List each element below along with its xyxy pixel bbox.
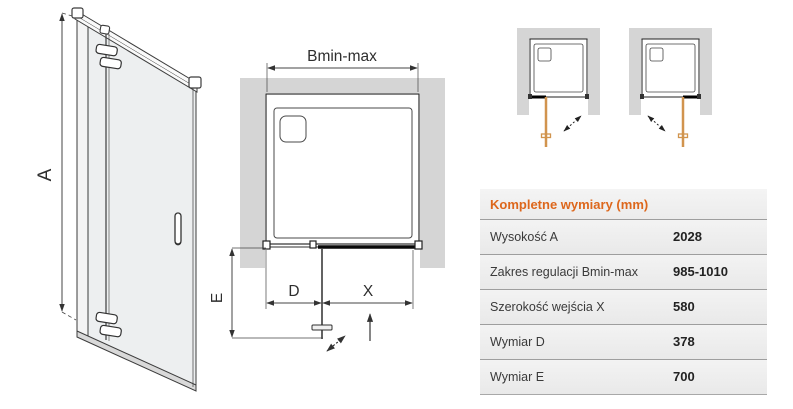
dimension-bminmax — [266, 63, 419, 92]
dimensions-table: Kompletne wymiary (mm) Wysokość A 2028 Z… — [480, 189, 767, 395]
row-label: Wymiar E — [490, 369, 545, 384]
door-body — [71, 7, 202, 392]
walls — [517, 28, 600, 115]
table-row: Wymiar D 378 — [480, 324, 767, 359]
dimension-d-x — [265, 250, 414, 309]
plan-view-diagram: Bmin-max E D X — [210, 48, 445, 352]
shower-tray — [273, 107, 413, 239]
opening-variants-diagram — [517, 28, 712, 147]
dim-label-bminmax: Bmin-max — [307, 48, 377, 65]
row-value: 580 — [673, 299, 695, 314]
swing-direction-arrow — [647, 115, 666, 132]
variant-right-hinged — [629, 28, 712, 147]
enclosure — [265, 93, 420, 245]
table-row: Szerokość wejścia X 580 — [480, 289, 767, 324]
drain-square — [537, 47, 552, 62]
row-label: Wymiar D — [490, 334, 545, 349]
dimension-e — [229, 247, 323, 339]
drain-square — [649, 47, 664, 62]
row-label: Wysokość A — [490, 229, 558, 244]
table-row: Wymiar E 700 — [480, 359, 767, 394]
dim-label-a: A — [35, 168, 56, 181]
dimension-a — [59, 12, 80, 321]
row-value: 985-1010 — [673, 264, 728, 279]
corner-cap-top-left — [71, 7, 84, 19]
swing-direction-arrow — [326, 335, 346, 352]
row-value: 378 — [673, 334, 695, 349]
open-door-handle — [311, 324, 333, 331]
table-row: Wysokość A 2028 — [480, 219, 767, 254]
drain-square — [279, 115, 307, 143]
bottom-rail — [76, 330, 197, 392]
row-value: 700 — [673, 369, 695, 384]
open-door-handle — [677, 133, 689, 139]
wall-profile-strip — [76, 13, 89, 339]
variant-left-hinged — [517, 28, 600, 147]
dim-label-d: D — [288, 283, 299, 300]
dim-label-x: X — [363, 283, 374, 300]
row-label: Zakres regulacji Bmin-max — [490, 264, 638, 279]
row-value: 2028 — [673, 229, 702, 244]
table-title: Kompletne wymiary (mm) — [480, 189, 767, 219]
table-row: Zakres regulacji Bmin-max 985-1010 — [480, 254, 767, 289]
door-elevation-diagram: A — [35, 7, 202, 392]
corner-cap-top-right — [188, 76, 202, 89]
front-assembly — [262, 240, 423, 352]
swing-direction-arrow — [563, 115, 582, 132]
walls — [629, 28, 712, 115]
row-label: Szerokość wejścia X — [490, 299, 605, 314]
dim-label-e: E — [210, 293, 226, 303]
walls — [240, 78, 445, 268]
top-hinges — [95, 43, 122, 70]
bottom-hinges — [95, 311, 122, 338]
open-door-handle — [540, 133, 552, 139]
door-handle — [174, 212, 182, 246]
